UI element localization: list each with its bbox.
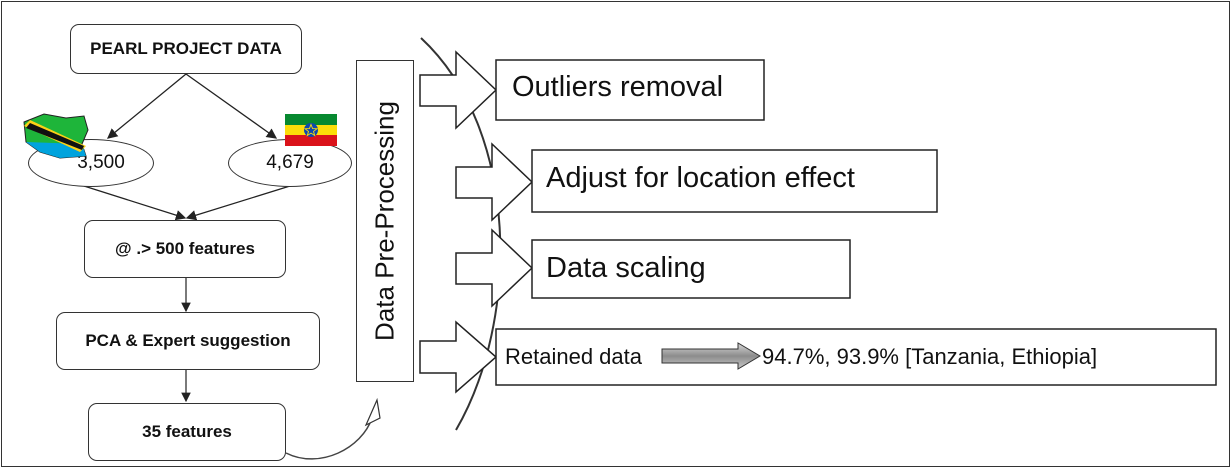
data-preprocessing-label: Data Pre-Processing (369, 101, 400, 341)
ethiopia-count-label: 4,679 (266, 152, 314, 173)
block-arrow-2 (455, 142, 534, 222)
tanzania-count-label: 3,500 (77, 152, 125, 173)
curve-arrow-head (364, 397, 381, 427)
ethiopia-count-node: 4,679 (228, 139, 352, 187)
data-scaling-label: Data scaling (546, 252, 706, 284)
retained-data-label: Retained data (505, 344, 642, 369)
retained-box (495, 328, 1217, 386)
scaling-box (531, 239, 851, 299)
outliers-box (495, 59, 765, 121)
pca-expert-label: PCA & Expert suggestion (85, 331, 291, 350)
pearl-project-data-node: PEARL PROJECT DATA (70, 24, 302, 74)
features-500-node: @ .> 500 features (84, 220, 286, 278)
edge-source-to-tanzania (106, 73, 187, 139)
retained-data-value: 94.7%, 93.9% [Tanzania, Ethiopia] (762, 344, 1098, 369)
pearl-project-data-label: PEARL PROJECT DATA (90, 39, 282, 58)
block-arrow-1 (419, 50, 498, 130)
block-arrow-3 (455, 228, 534, 308)
pca-expert-node: PCA & Expert suggestion (56, 312, 320, 370)
edge-ethiopia-to-features (185, 185, 291, 221)
location-effect-label: Adjust for location effect (546, 162, 855, 194)
gray-arrow (661, 342, 761, 370)
features-35-node: 35 features (88, 403, 286, 461)
edge-source-to-ethiopia (185, 73, 278, 139)
tanzania-flag-icon (23, 113, 89, 159)
outliers-removal-label: Outliers removal (512, 71, 724, 103)
ethiopia-flag-icon (285, 114, 337, 146)
features-500-label: @ .> 500 features (115, 239, 255, 258)
data-preprocessing-box: Data Pre-Processing (356, 60, 414, 382)
features-35-label: 35 features (142, 422, 232, 441)
block-arrow-4 (419, 320, 498, 394)
location-box (531, 149, 938, 213)
edge-tanzania-to-features (83, 185, 187, 221)
curve-to-preprocessing (285, 417, 373, 460)
